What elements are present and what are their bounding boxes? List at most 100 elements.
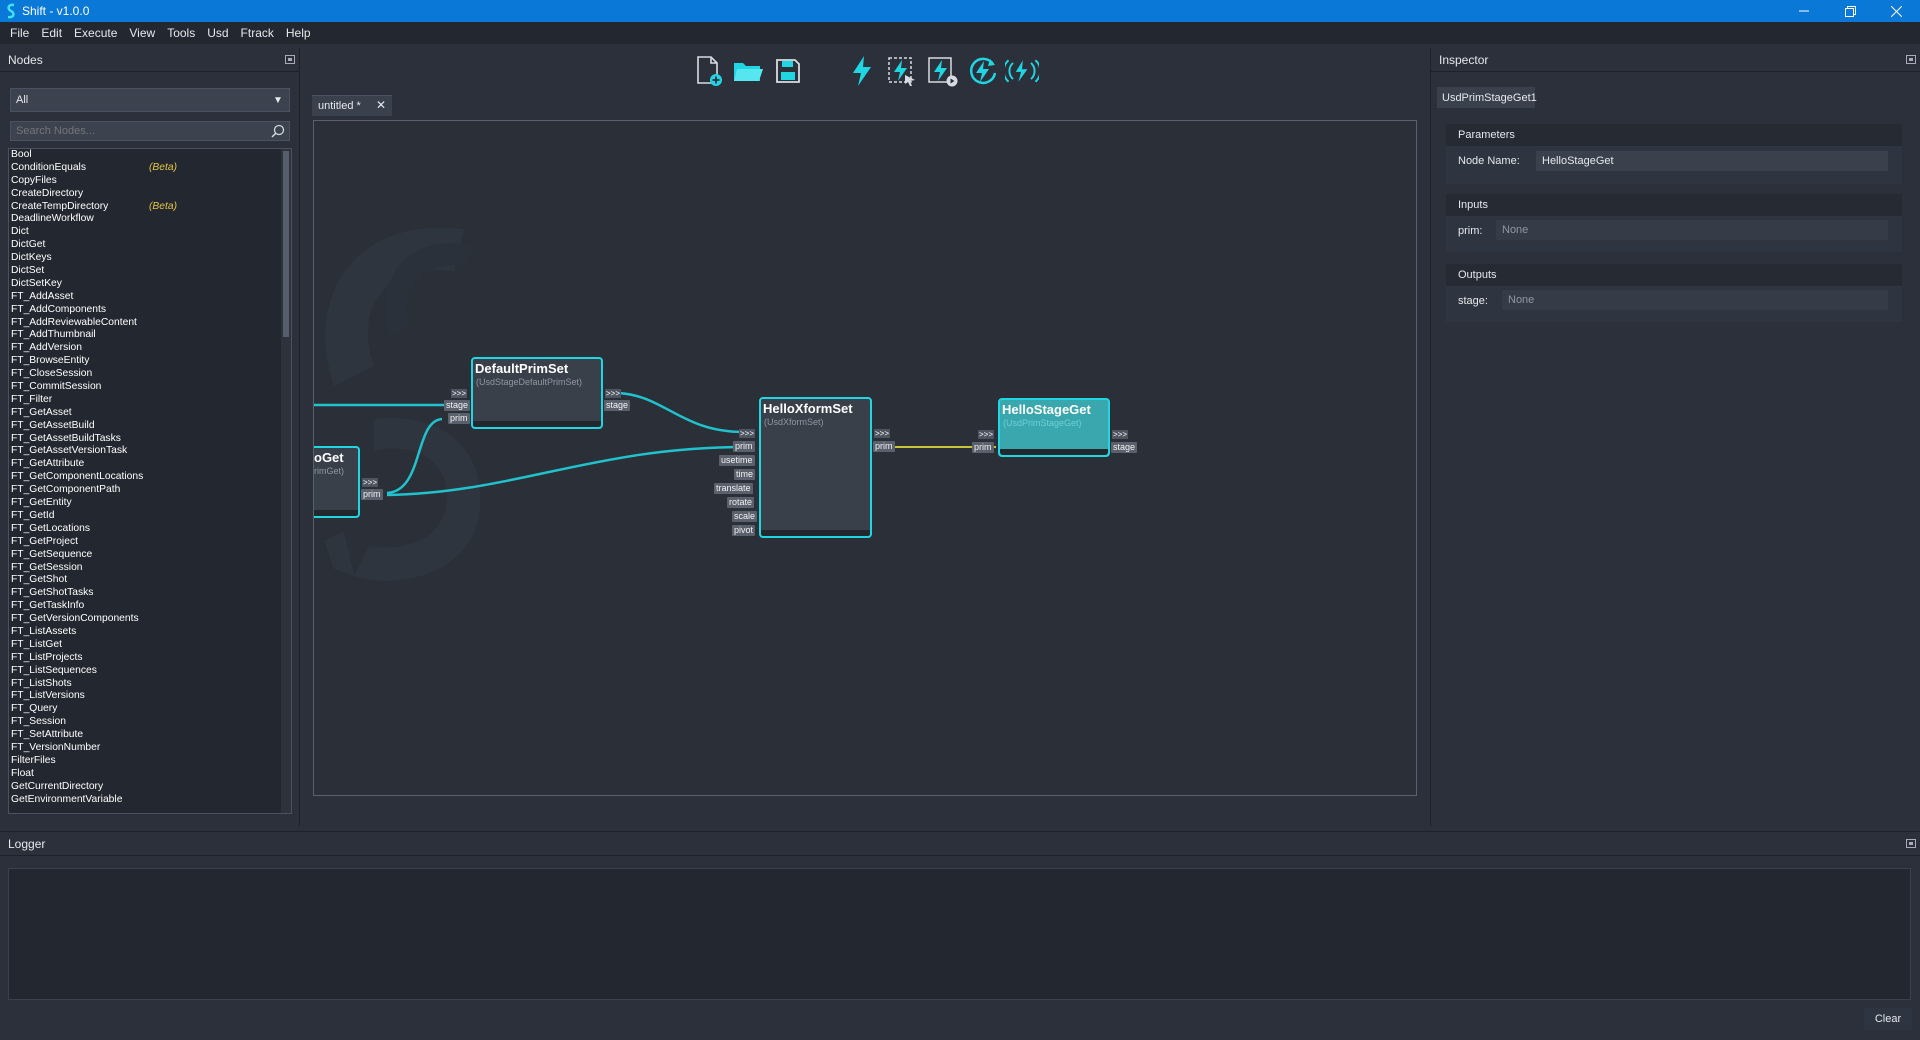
node-list-item[interactable]: Bool [9, 149, 291, 162]
node-list-item[interactable]: FT_GetComponentPath [9, 484, 291, 497]
exec-out-marker[interactable]: >>> [1112, 430, 1129, 439]
menu-usd[interactable]: Usd [207, 26, 229, 40]
node-list-item[interactable]: FT_GetTaskInfo [9, 600, 291, 613]
node-list-scrollbar[interactable] [281, 149, 291, 813]
node-list-item[interactable]: FT_AddVersion [9, 342, 291, 355]
log-output[interactable] [8, 868, 1911, 1000]
input-prim-field[interactable]: None [1496, 220, 1888, 240]
menu-execute[interactable]: Execute [74, 26, 118, 40]
port-in-usetime[interactable]: usetime [719, 455, 755, 466]
node-list-item[interactable]: FT_AddComponents [9, 304, 291, 317]
node-name-field[interactable]: HelloStageGet [1536, 151, 1888, 171]
open-folder-icon[interactable] [731, 54, 765, 88]
node-list-item[interactable]: FT_ListShots [9, 678, 291, 691]
save-icon[interactable] [771, 54, 805, 88]
port-out-prim[interactable]: prim [873, 441, 895, 452]
tab-untitled[interactable]: untitled * ✕ [312, 95, 392, 116]
node-list-item[interactable]: FT_AddThumbnail [9, 329, 291, 342]
node-list-item[interactable]: DictGet [9, 239, 291, 252]
node-list-item[interactable]: FT_GetSequence [9, 549, 291, 562]
restore-button[interactable] [1827, 0, 1873, 22]
port-in-prim[interactable]: prim [733, 441, 755, 452]
port-in-pivot[interactable]: pivot [732, 525, 756, 536]
undock-icon[interactable] [1906, 839, 1916, 848]
close-window-button[interactable] [1873, 0, 1919, 22]
node-list-item[interactable]: FT_Session [9, 716, 291, 729]
port-out-stage[interactable]: stage [1111, 442, 1138, 453]
exec-in-marker[interactable]: >>> [739, 429, 756, 438]
node-list-item[interactable]: FT_GetEntity [9, 497, 291, 510]
node-list-item[interactable]: Float [9, 768, 291, 781]
node-list-item[interactable]: FT_GetAttribute [9, 458, 291, 471]
node-list-item[interactable]: CreateTempDirectory(Beta) [9, 201, 291, 214]
node-list-item[interactable]: CopyFiles [9, 175, 291, 188]
node-list-item[interactable]: FT_GetShotTasks [9, 587, 291, 600]
port-in-stage[interactable]: stage [444, 400, 471, 411]
port-out-prim[interactable]: prim [361, 489, 383, 500]
node-list-item[interactable]: FT_ListProjects [9, 652, 291, 665]
node-search-box[interactable] [10, 121, 290, 141]
inspector-node-tab[interactable]: UsdPrimStageGet1 [1437, 87, 1537, 108]
graph-node-defaultprimset[interactable]: DefaultPrimSet (UsdStageDefaultPrimSet) [471, 357, 603, 429]
clear-log-button[interactable]: Clear [1864, 1008, 1912, 1030]
close-tab-icon[interactable]: ✕ [375, 98, 386, 112]
menu-help[interactable]: Help [285, 26, 311, 40]
execute-async-icon[interactable] [966, 54, 1000, 88]
graph-node-hellostageget[interactable]: HelloStageGet (UsdPrimStageGet) [998, 398, 1110, 457]
node-list-item[interactable]: DeadlineWorkflow [9, 213, 291, 226]
scrollbar-thumb[interactable] [283, 151, 289, 337]
node-list-item[interactable]: FT_BrowseEntity [9, 355, 291, 368]
port-in-rotate[interactable]: rotate [727, 497, 755, 508]
node-list-item[interactable]: FT_GetAssetBuildTasks [9, 433, 291, 446]
node-list-item[interactable]: FT_GetVersionComponents [9, 613, 291, 626]
node-list-item[interactable]: FT_GetComponentLocations [9, 471, 291, 484]
node-list-item[interactable]: DictSetKey [9, 278, 291, 291]
node-list-item[interactable]: FT_GetId [9, 510, 291, 523]
menu-view[interactable]: View [129, 26, 156, 40]
port-in-prim[interactable]: prim [448, 413, 470, 424]
node-list-item[interactable]: FilterFiles [9, 755, 291, 768]
exec-in-marker[interactable]: >>> [978, 430, 995, 439]
menu-ftrack[interactable]: Ftrack [240, 26, 274, 40]
node-list-item[interactable]: ConditionEquals(Beta) [9, 162, 291, 175]
node-search-input[interactable] [16, 125, 256, 137]
node-list-item[interactable]: Dict [9, 226, 291, 239]
node-list-item[interactable]: FT_ListSequences [9, 665, 291, 678]
node-list-item[interactable]: GetEnvironmentVariable [9, 794, 291, 807]
dropdown-arrow-icon[interactable]: ▼ [273, 94, 283, 106]
port-out-stage[interactable]: stage [604, 400, 631, 411]
undock-icon[interactable] [1906, 55, 1916, 64]
exec-in-marker[interactable]: >>> [451, 389, 468, 398]
node-list-item[interactable]: FT_Query [9, 703, 291, 716]
node-list-item[interactable]: FT_GetSession [9, 562, 291, 575]
graph-node-helloxformset[interactable]: HelloXformSet (UsdXformSet) [759, 397, 872, 538]
node-list-item[interactable]: FT_GetAsset [9, 407, 291, 420]
node-list-item[interactable]: FT_VersionNumber [9, 742, 291, 755]
node-list-item[interactable]: FT_ListGet [9, 639, 291, 652]
node-list-item[interactable]: FT_SetAttribute [9, 729, 291, 742]
output-stage-field[interactable]: None [1502, 290, 1888, 310]
execute-from-selected-icon[interactable] [926, 54, 960, 88]
port-in-time[interactable]: time [734, 469, 756, 480]
node-filter-select[interactable]: All ▼ [10, 88, 290, 112]
node-list-item[interactable]: DictKeys [9, 252, 291, 265]
node-list-item[interactable]: FT_GetShot [9, 574, 291, 587]
graph-node-primget-partial[interactable]: oGet rimGet) [314, 446, 360, 518]
execute-selected-icon[interactable] [885, 54, 919, 88]
node-list-item[interactable]: FT_ListAssets [9, 626, 291, 639]
node-list-item[interactable]: DictSet [9, 265, 291, 278]
execute-broadcast-icon[interactable] [1005, 54, 1039, 88]
node-list-item[interactable]: FT_AddAsset [9, 291, 291, 304]
menu-file[interactable]: File [10, 26, 30, 40]
node-list-item[interactable]: FT_CommitSession [9, 381, 291, 394]
node-list-item[interactable]: FT_ListVersions [9, 690, 291, 703]
node-list-item[interactable]: FT_CloseSession [9, 368, 291, 381]
exec-out-marker[interactable]: >>> [605, 389, 622, 398]
execute-icon[interactable] [845, 54, 879, 88]
node-list-item[interactable]: FT_GetAssetBuild [9, 420, 291, 433]
node-graph-canvas[interactable]: oGet rimGet) >>> prim DefaultPrimSet (Us… [313, 120, 1417, 796]
new-file-icon[interactable] [692, 54, 726, 88]
exec-out-marker[interactable]: >>> [362, 478, 379, 487]
port-in-prim[interactable]: prim [972, 442, 994, 453]
node-list-item[interactable]: GetCurrentDirectory [9, 781, 291, 794]
